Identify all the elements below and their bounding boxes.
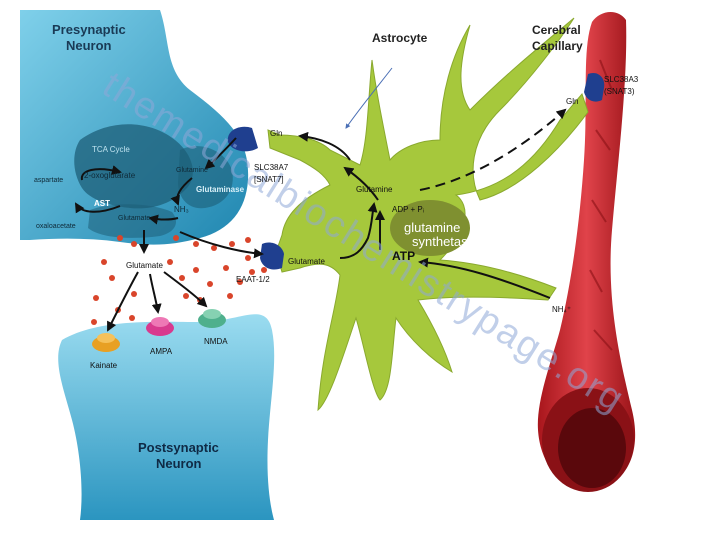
arrow-glutamine-to-capillary [419, 108, 567, 191]
slc38a7-label-2: [SNAT7] [254, 175, 284, 184]
presynaptic-label-2: Neuron [66, 38, 112, 53]
glutamate-dot [101, 259, 107, 265]
atp-label: ATP [392, 249, 415, 263]
glutamate-dot [227, 293, 233, 299]
arrow-gln-into-neuron [204, 137, 237, 170]
capillary-label-1: Cerebral [532, 23, 581, 37]
glutaminase-label: Glutaminase [196, 185, 245, 194]
gln-capillary-label: Gln [566, 97, 578, 106]
glutamate-dot [117, 235, 123, 241]
astrocyte-cell [267, 17, 589, 412]
presynaptic-label-1: Presynaptic [52, 22, 126, 37]
glutamate-astrocyte-label: Glutamate [288, 257, 325, 266]
glutamate-dot [229, 241, 235, 247]
glutamate-presynaptic-label: Glutamate [118, 215, 150, 222]
glutamate-dot [193, 241, 199, 247]
glutamate-dot [261, 267, 267, 273]
kainate-label: Kainate [90, 361, 118, 370]
astrocyte-nucleus [390, 200, 470, 256]
glutamine-presynaptic-label: Glutamine [176, 167, 208, 174]
ampa-label: AMPA [150, 347, 173, 356]
capillary-label-2: Capillary [532, 39, 583, 53]
glutamate-dot [179, 275, 185, 281]
postsynaptic-label-1: Postsynaptic [138, 440, 219, 455]
arrow-to-kainate [107, 271, 139, 332]
glutamate-cleft-label: Glutamate [126, 261, 163, 270]
glutamate-dot [193, 267, 199, 273]
adp-pi-label: ADP + Pᵢ [392, 205, 424, 214]
glutamate-dot [183, 293, 189, 299]
glutamate-dot [245, 237, 251, 243]
arrow-to-glutamate [148, 214, 179, 225]
glutamate-dot [131, 291, 137, 297]
gln-astrocyte-label: Gln [270, 129, 282, 138]
glutamine-synthetase-label-1: glutamine [404, 220, 460, 235]
glutamate-receptors [92, 309, 226, 352]
glutamate-dot [109, 275, 115, 281]
glutamine-synthetase-label-2: synthetase [412, 234, 475, 249]
glutamine-astrocyte-label: Glutamine [356, 185, 393, 194]
kainate-receptor [92, 333, 120, 352]
arrow-glutaminase [170, 177, 193, 206]
pathway-arrows [74, 108, 567, 332]
transporters [227, 72, 605, 270]
oxoglutarate-label: 2-oxoglutarate [84, 171, 136, 180]
nmda-label: NMDA [204, 337, 228, 346]
arrow-to-ampa [149, 273, 162, 314]
astrocyte-label: Astrocyte [372, 31, 428, 45]
astrocyte-pointer [345, 67, 393, 129]
slc38a3-label-1: SLC38A3 [604, 75, 639, 84]
glutamate-dot [237, 279, 243, 285]
glutamate-dot [207, 281, 213, 287]
oxaloacetate-label: oxaloacetate [36, 223, 76, 230]
postsynaptic-label-2: Neuron [156, 456, 202, 471]
glutamate-dot [249, 269, 255, 275]
glutamate-dot [167, 259, 173, 265]
nh4-label: NH₄⁺ [552, 305, 571, 314]
slc38a3-label-2: (SNAT3) [604, 87, 635, 96]
arrow-to-eaat [179, 231, 264, 259]
nh3-presynaptic-label: NH₃ [174, 205, 189, 214]
postsynaptic-neuron [58, 314, 275, 520]
eaat-label: EAAT-1/2 [236, 275, 270, 284]
tca-cycle-label: TCA Cycle [92, 145, 130, 154]
glutamate-dot [223, 265, 229, 271]
glutamate-dot [245, 255, 251, 261]
slc38a3-transporter [584, 72, 605, 102]
aspartate-label: aspartate [34, 177, 63, 184]
glutamate-dot [131, 241, 137, 247]
presynaptic-neuron [20, 10, 249, 245]
glutamate-dot [91, 319, 97, 325]
arrow-glutamate-to-synthetase [339, 202, 378, 259]
slc38a7-transporter [227, 126, 258, 152]
arrow-nh4-to-synthetase [418, 257, 551, 299]
glutamate-dot [93, 295, 99, 301]
arrow-to-nmda [163, 271, 208, 308]
arrow-gln-to-presynaptic [298, 131, 351, 161]
glutamate-molecules [91, 235, 267, 325]
cerebral-capillary [537, 11, 636, 492]
eaat-transporter [260, 242, 284, 270]
glutamate-dot [129, 315, 135, 321]
ast-label: AST [94, 199, 110, 208]
glutamate-dot [211, 245, 217, 251]
nmda-receptor [198, 309, 226, 328]
slc38a7-label-1: SLC38A7 [254, 163, 289, 172]
glutamate-dot [173, 235, 179, 241]
arrow-synthetase-to-glutamine [343, 166, 379, 201]
arrow-aspartate-ast [80, 165, 122, 181]
ampa-receptor [146, 317, 174, 336]
mitochondrion [74, 124, 193, 209]
arrow-ast-oxaloacetate [74, 202, 121, 214]
